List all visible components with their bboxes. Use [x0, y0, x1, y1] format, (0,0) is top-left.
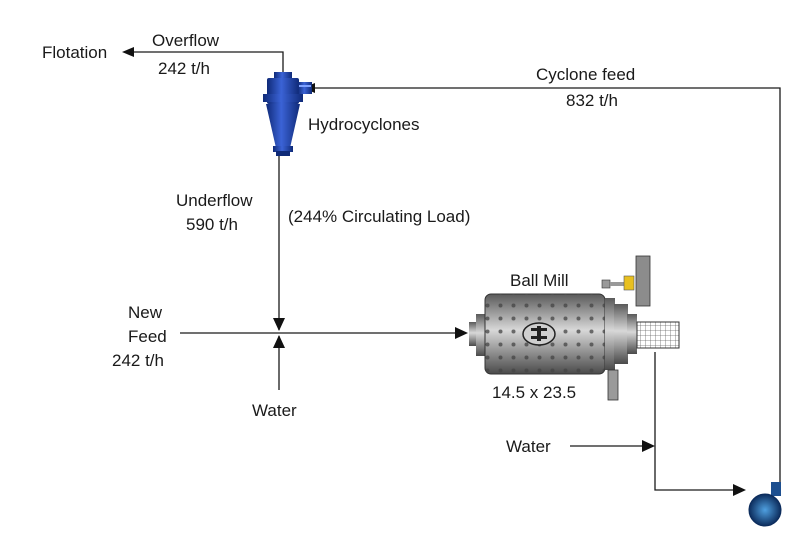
- new-feed-label-line2: Feed: [128, 327, 167, 346]
- new-feed-label-line1: New: [128, 303, 163, 322]
- discharge-arrowhead: [733, 484, 746, 496]
- water-bottom-label: Water: [252, 401, 297, 420]
- pump-icon: [748, 482, 782, 527]
- ball-mill-icon: [469, 255, 680, 401]
- cyclone-feed-label: Cyclone feed: [536, 65, 635, 84]
- underflow-label: Underflow: [176, 191, 253, 210]
- water-bottom-arrowhead: [273, 335, 285, 348]
- ball-mill-label: Ball Mill: [510, 271, 569, 290]
- overflow-line: [130, 51, 284, 72]
- new-feed-arrowhead: [455, 327, 468, 339]
- overflow-arrowhead: [122, 47, 134, 57]
- hydrocyclones-label: Hydrocyclones: [308, 115, 420, 134]
- flotation-label: Flotation: [42, 43, 107, 62]
- mill-discharge-line: [654, 352, 736, 491]
- water-pump-label: Water: [506, 437, 551, 456]
- flow-lines: [122, 47, 781, 496]
- water-pump-arrowhead: [642, 440, 655, 452]
- overflow-label: Overflow: [152, 31, 220, 50]
- labels: Flotation Overflow 242 t/h Cyclone feed …: [42, 31, 635, 456]
- new-feed-rate: 242 t/h: [112, 351, 164, 370]
- underflow-rate: 590 t/h: [186, 215, 238, 234]
- overflow-rate: 242 t/h: [158, 59, 210, 78]
- cyclone-feed-rate: 832 t/h: [566, 91, 618, 110]
- mill-size-label: 14.5 x 23.5: [492, 383, 576, 402]
- hydrocyclone-icon: [263, 72, 312, 156]
- underflow-arrowhead: [273, 318, 285, 331]
- circulating-load-label: (244% Circulating Load): [288, 207, 470, 226]
